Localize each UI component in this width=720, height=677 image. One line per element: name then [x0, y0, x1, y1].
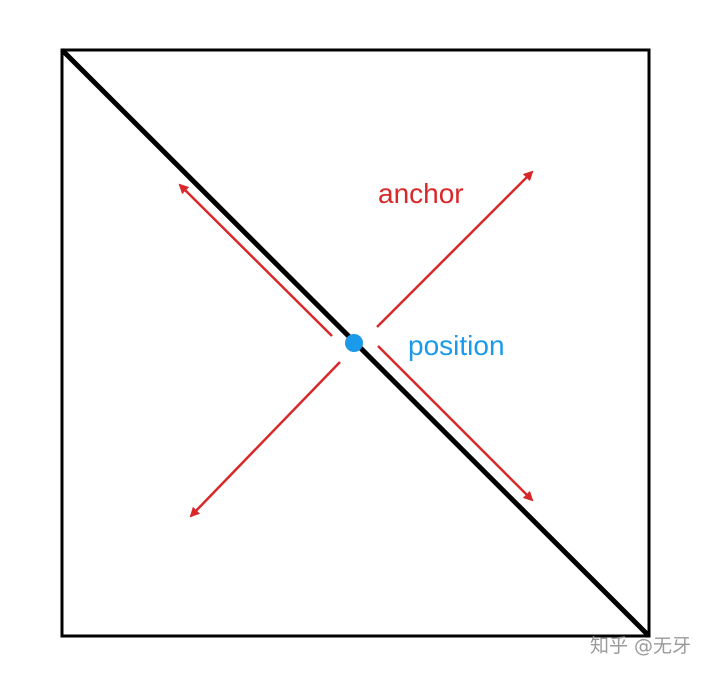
watermark-text: 知乎 @无牙 — [590, 635, 691, 657]
position-point-icon — [345, 334, 363, 352]
frame-square — [60, 48, 651, 638]
position-label: position — [408, 330, 505, 361]
arrow-diagonal-up-left — [178, 183, 333, 337]
arrow-perpendicular-down-left — [189, 361, 341, 518]
arrow-diagonal-down-right — [377, 345, 534, 502]
anchor-label: anchor — [378, 178, 464, 209]
arrow-perpendicular-up-right — [376, 170, 534, 328]
